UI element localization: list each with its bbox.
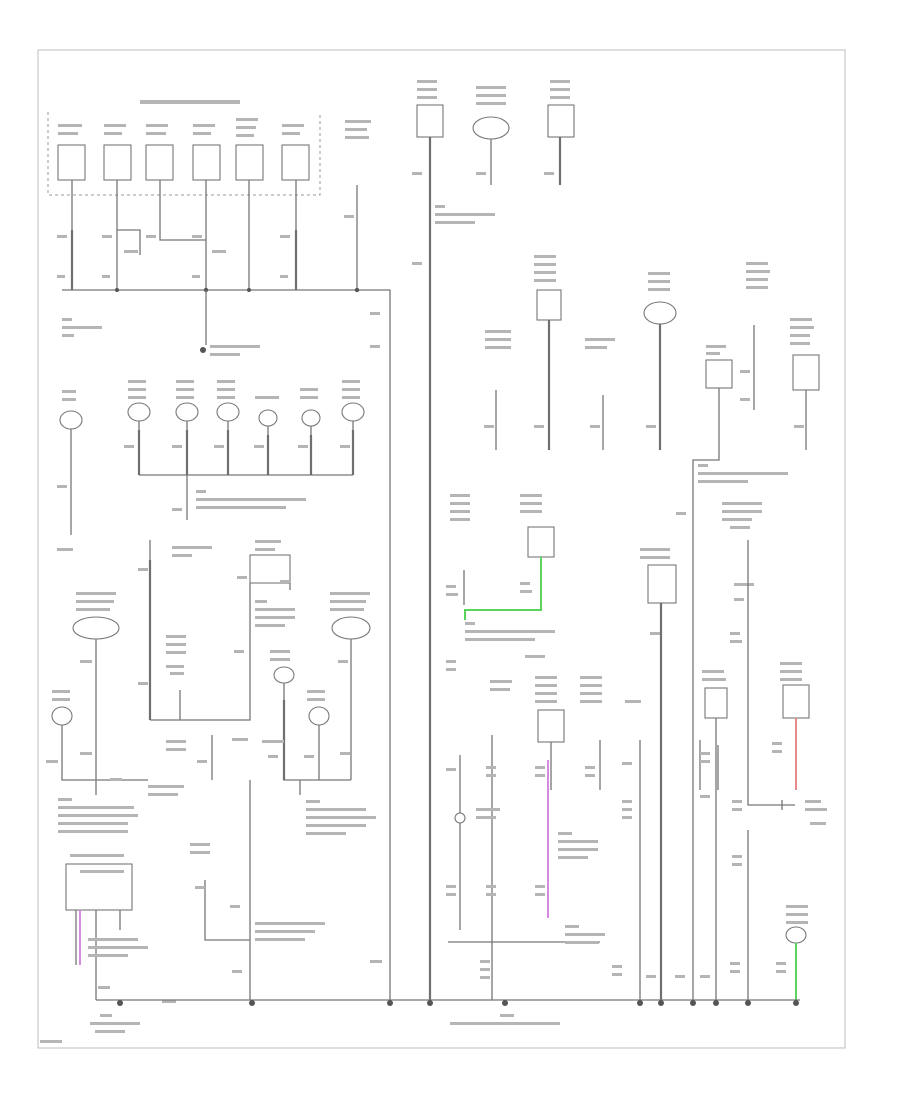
right-component-a <box>536 289 562 321</box>
right-component-c <box>705 359 733 389</box>
lamp-left <box>59 410 83 430</box>
in-line-splice <box>454 812 466 824</box>
relays <box>57 118 371 181</box>
right-mid-section <box>446 494 827 1000</box>
left-bus-bar <box>62 289 391 1000</box>
relay-2 <box>103 144 132 181</box>
left-tail-lamp <box>72 616 120 640</box>
right-tail-lamp <box>331 616 371 640</box>
relay-6 <box>281 144 310 181</box>
left-wire-labels-blur <box>57 215 354 278</box>
top-center-component-1 <box>416 104 444 138</box>
relay-3 <box>145 144 174 181</box>
left-marker-lamp <box>51 706 73 726</box>
lamp-row <box>57 380 365 551</box>
sensor-module <box>537 709 565 743</box>
right-upper-section <box>484 255 820 1000</box>
green-wire-mid <box>464 557 542 620</box>
left-ground-splice <box>200 347 206 353</box>
relay-box-label-blur <box>140 100 240 104</box>
relay-5 <box>235 144 264 181</box>
relay-wires <box>71 180 358 290</box>
green-wire-component <box>527 526 555 558</box>
right-backup-lamp <box>273 666 295 684</box>
trailer-module <box>249 554 291 584</box>
page-code-label-blur <box>40 1040 62 1043</box>
right-marker-lamp <box>308 706 330 726</box>
right-mid-component-2 <box>704 687 728 719</box>
ground-labels-blur <box>90 1014 560 1033</box>
right-mid-component-3 <box>782 684 810 719</box>
mid-left-wires <box>149 540 251 1000</box>
right-lamp-b <box>643 301 677 325</box>
left-section <box>46 100 391 1003</box>
right-mid-module <box>647 564 677 604</box>
relay-4 <box>192 144 221 181</box>
center-section <box>412 80 575 1000</box>
relay-box-outline <box>47 112 321 196</box>
ground-bus <box>90 999 800 1033</box>
top-center-component-2 <box>547 104 575 138</box>
top-center-lamp <box>472 116 510 140</box>
bottom-right-lamp <box>785 926 807 944</box>
right-component-d <box>792 354 820 391</box>
relay-1 <box>57 144 86 181</box>
diagram-frame <box>37 49 846 1049</box>
